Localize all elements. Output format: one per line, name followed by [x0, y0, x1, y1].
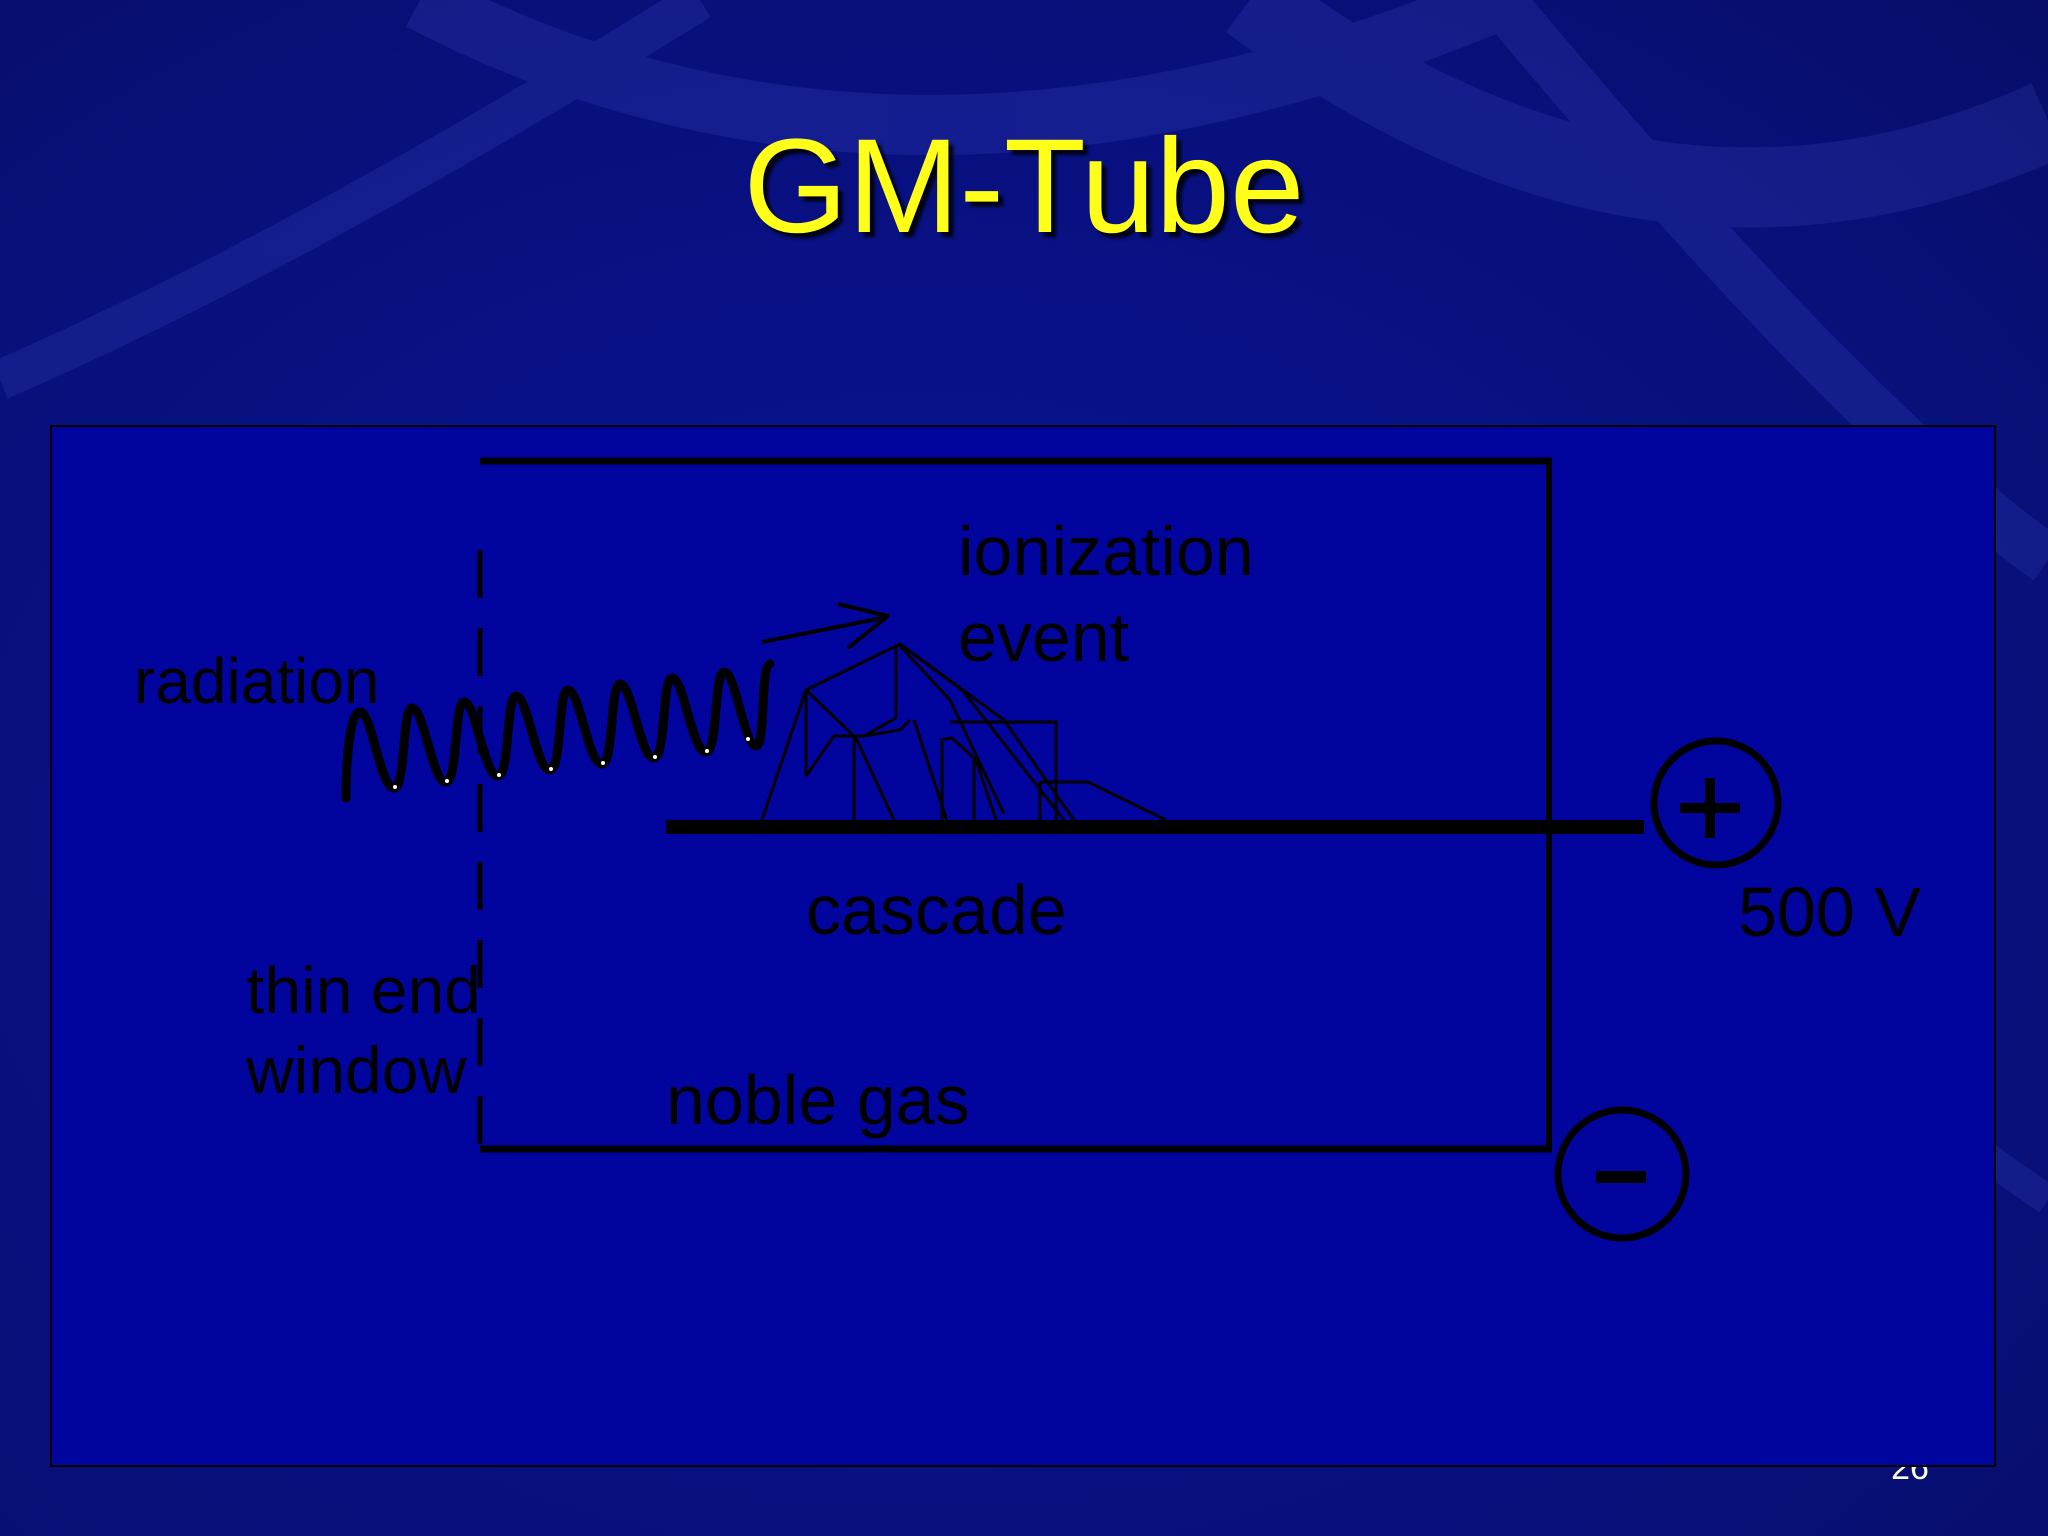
label-radiation: radiation	[134, 645, 380, 717]
label-voltage: 500 V	[1738, 873, 1921, 951]
label-noble-gas: noble gas	[666, 1061, 970, 1139]
tube-walls	[477, 457, 1552, 1153]
slide-title: GM-Tube	[743, 112, 1305, 261]
diagram-panel	[50, 425, 1996, 1467]
label-ionization-event: ionization event	[958, 512, 1254, 676]
negative-terminal	[1554, 1106, 1690, 1242]
label-thin-end-window: thin end window	[246, 953, 481, 1107]
ionization-arrow	[761, 602, 890, 650]
label-cascade: cascade	[806, 871, 1067, 949]
radiation-wave	[341, 659, 775, 803]
positive-terminal	[1650, 737, 1782, 869]
radiation-wave-dots	[393, 737, 750, 789]
cascade-avalanche	[760, 642, 1167, 825]
